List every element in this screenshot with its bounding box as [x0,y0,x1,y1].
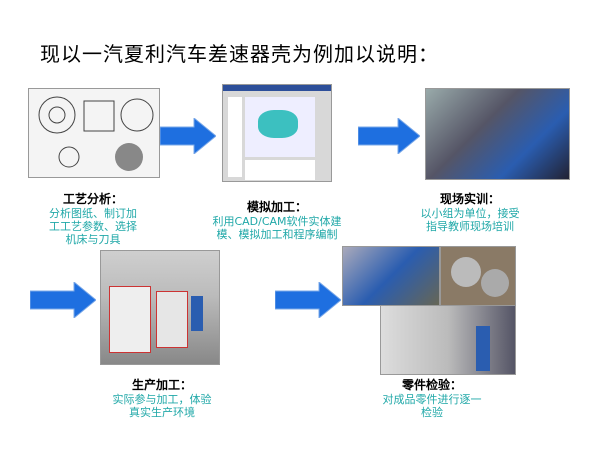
step-desc: 工工艺参数、选择 [49,220,137,233]
inspection-photo-1 [342,246,440,306]
arrow-right-icon [358,118,420,154]
step-heading: 现场实训： [439,192,500,206]
step-heading: 零件检验： [401,378,462,392]
part-photo [440,246,516,306]
slide-title: 现以一汽夏利汽车差速器壳为例加以说明： [40,42,439,66]
step-process-analysis: 工艺分析： 分析图纸、制订加 工工艺参数、选择 机床与刀具 [23,190,163,246]
step-desc: 模、模拟加工和程序编制 [216,228,338,241]
step-production: 生产加工： 实际参与加工，体验 真实生产环境 [92,376,232,419]
step-heading: 工艺分析： [62,192,123,206]
step-desc: 分析图纸、制订加 [49,207,137,220]
step-desc: 指导教师现场培训 [426,220,514,233]
step-desc: 机床与刀具 [65,233,121,246]
step-heading: 生产加工： [131,378,192,392]
arrow-right-icon [160,118,216,154]
step-desc: 检验 [421,406,443,419]
step-desc: 对成品零件进行逐一 [382,393,482,406]
step-simulation: 模拟加工： 利用CAD/CAM软件实体建 模、模拟加工和程序编制 [202,198,352,241]
training-photo [425,88,570,180]
cad-software-image [222,84,332,182]
step-desc: 真实生产环境 [129,406,195,419]
production-photo [100,250,220,365]
arrow-right-icon [275,282,341,318]
step-inspection: 零件检验： 对成品零件进行逐一 检验 [362,376,502,419]
step-desc: 利用CAD/CAM软件实体建 [212,215,342,228]
arrow-right-icon [30,282,96,318]
step-onsite-training: 现场实训： 以小组为单位，接受 指导教师现场培训 [400,190,540,233]
drawing-image [28,88,160,178]
step-heading: 模拟加工： [246,200,307,214]
inspection-photo-2 [380,305,516,375]
step-desc: 以小组为单位，接受 [420,207,520,220]
step-desc: 实际参与加工，体验 [112,393,212,406]
